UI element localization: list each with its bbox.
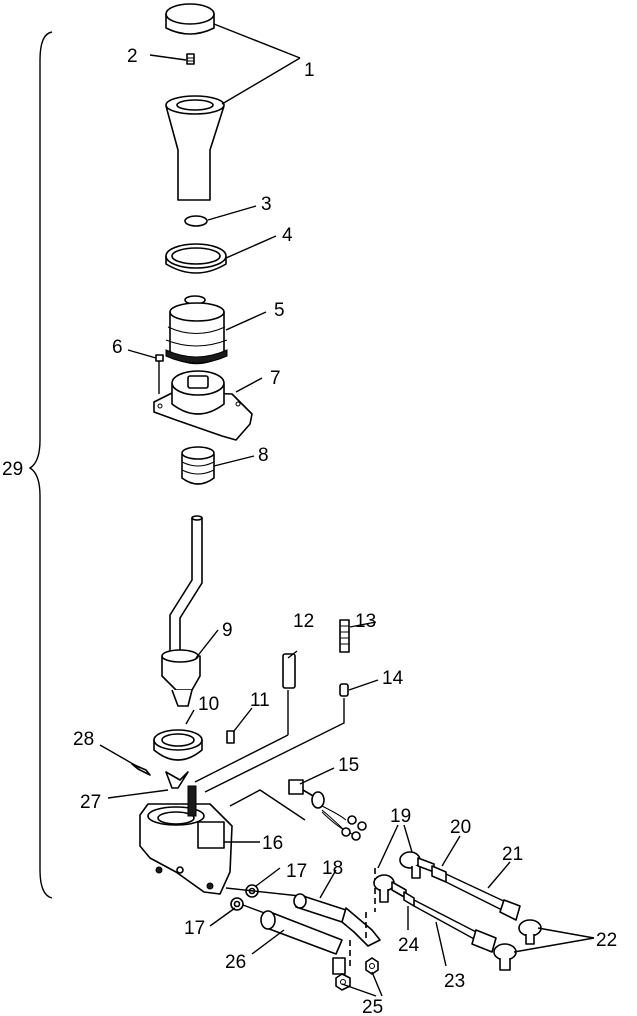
callout-25: 25: [362, 997, 383, 1016]
callout-14: 14: [382, 668, 404, 689]
callout-16: 16: [262, 833, 283, 854]
nut-left: [335, 973, 351, 991]
callout-6: 6: [112, 337, 123, 358]
shift-shaft: [293, 893, 381, 968]
callout-26: 26: [225, 952, 246, 973]
ball-joint-lower: [373, 874, 407, 903]
callout-17a: 17: [286, 861, 307, 882]
callout-15: 15: [338, 755, 359, 776]
callout-7: 7: [270, 368, 281, 389]
callout-10: 10: [198, 694, 219, 715]
detent-plunger: [339, 683, 349, 697]
tie-rod-upper: [445, 873, 542, 945]
detent-spring: [339, 619, 350, 653]
assembly-brace: [28, 31, 53, 899]
callout-17b: 17: [184, 918, 205, 939]
jam-nut-lower: [403, 891, 415, 907]
shifter-bracket: [153, 370, 253, 441]
callout-27: 27: [80, 792, 101, 813]
small-ring: [184, 215, 208, 227]
set-screw: [226, 730, 235, 744]
shift-pawl: [165, 771, 189, 789]
callout-12: 12: [293, 611, 314, 632]
callout-28: 28: [73, 729, 94, 750]
callout-19: 19: [390, 806, 411, 827]
shifter-housing: [139, 785, 233, 895]
neutral-switch: [288, 779, 367, 841]
tie-rod-lower: [413, 899, 517, 971]
callout-8: 8: [258, 445, 269, 466]
knob-screw: [186, 53, 195, 65]
callout-21: 21: [502, 844, 523, 865]
callout-22: 22: [596, 930, 617, 951]
callout-1: 1: [304, 60, 315, 81]
knob-cap: [165, 3, 215, 35]
jam-nut-upper: [431, 865, 447, 883]
ball-joint-upper: [399, 851, 435, 879]
nut-right: [365, 957, 379, 975]
bracket-screw: [155, 354, 164, 394]
shift-lever: [161, 515, 203, 707]
callout-18: 18: [322, 858, 343, 879]
large-ring: [165, 243, 227, 274]
callout-11: 11: [250, 690, 270, 711]
shift-shaft-lower: [260, 910, 346, 975]
shift-handle: [165, 95, 225, 201]
callout-4: 4: [282, 225, 293, 246]
callout-13: 13: [355, 611, 376, 632]
callout-3: 3: [261, 194, 272, 215]
callout-20: 20: [450, 817, 471, 838]
shift-boot: [165, 295, 228, 365]
callout-9: 9: [222, 620, 233, 641]
pivot-cup: [153, 729, 203, 761]
guide-pin: [282, 653, 296, 735]
callout-29: 29: [2, 459, 23, 480]
callout-24: 24: [398, 935, 420, 956]
callout-23: 23: [444, 971, 465, 992]
callout-5: 5: [274, 300, 285, 321]
seal-lower: [230, 897, 244, 911]
callout-2: 2: [127, 46, 138, 67]
shifter-bushing: [181, 446, 215, 485]
